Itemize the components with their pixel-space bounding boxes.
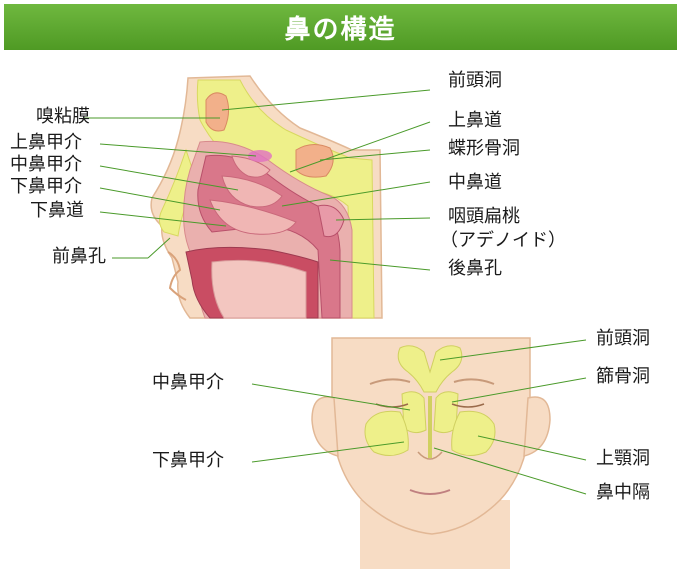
sagittal-sphenoid-sinus	[296, 144, 333, 177]
label-inferior-meatus: 下鼻道	[30, 200, 84, 222]
frontal-left-ear	[312, 397, 338, 456]
label-middle-turbinate: 中鼻甲介	[10, 154, 82, 176]
label-ethmoid-sinus: 篩骨洞	[596, 366, 650, 388]
label-maxillary-sinus: 上顎洞	[596, 448, 650, 470]
frontal-view	[312, 338, 550, 569]
label-frontal-sinus-side: 前頭洞	[448, 70, 502, 92]
label-frontal-frontal-sinus: 前頭洞	[596, 328, 650, 350]
label-superior-turbinate: 上鼻甲介	[10, 132, 82, 154]
label-nasal-septum: 鼻中隔	[596, 482, 650, 504]
label-choana: 後鼻孔	[448, 258, 502, 280]
label-sphenoid-sinus: 蝶形骨洞	[448, 138, 520, 160]
label-inferior-turbinate: 下鼻甲介	[10, 176, 82, 198]
frontal-maxillary-right	[452, 411, 495, 455]
frontal-maxillary-left	[365, 411, 408, 455]
label-superior-meatus: 上鼻道	[448, 110, 502, 132]
sagittal-tongue	[212, 260, 306, 318]
label-nostril: 前鼻孔	[52, 246, 106, 268]
sagittal-view	[151, 76, 382, 318]
label-adenoid: （アデノイド）	[440, 230, 566, 252]
label-olfactory-mucosa: 嗅粘膜	[36, 106, 90, 128]
label-frontal-inferior-turbinate: 下鼻甲介	[152, 450, 224, 472]
label-frontal-middle-turbinate: 中鼻甲介	[152, 372, 224, 394]
sagittal-frontal-sinus	[206, 93, 229, 131]
label-pharyngeal-tonsil: 咽頭扁桃	[448, 206, 520, 228]
label-middle-meatus: 中鼻道	[448, 172, 502, 194]
